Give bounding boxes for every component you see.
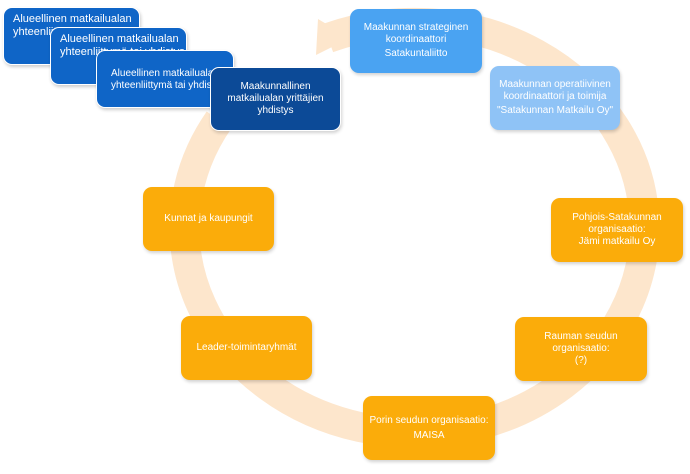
cycle-ring-arc bbox=[169, 7, 660, 448]
node-north-satakunta-line-3: Jämi matkailu Oy bbox=[578, 236, 656, 247]
node-strategic-coordinator[interactable]: Maakunnan strateginen koordinaattori Sat… bbox=[350, 9, 482, 73]
node-strategic-coordinator-line-3: Satakuntaliitto bbox=[384, 48, 448, 59]
regional-association-card-middle-line-1: Alueellinen matkailualan bbox=[60, 33, 179, 45]
node-pori-region-line-1: Porin seudun organisaatio: bbox=[369, 414, 489, 426]
node-entrepreneurs-association-line-3: yhdistys bbox=[257, 105, 294, 116]
regional-association-card-back-line-1: Alueellinen matkailualan bbox=[13, 13, 132, 25]
node-leader-groups-line-1: Leader-toimintaryhmät bbox=[196, 342, 297, 353]
regional-association-card-front-line-1: Alueellinen matkailualan bbox=[111, 68, 219, 79]
node-operative-coordinator[interactable]: Maakunnan operatiivinen koordinaattori j… bbox=[490, 66, 620, 130]
node-operative-coordinator-line-3: "Satakunnan Matkailu Oy" bbox=[496, 105, 614, 116]
cycle-ring-arrowhead bbox=[316, 19, 350, 55]
node-north-satakunta[interactable]: Pohjois-Satakunnan organisaatio: Jämi ma… bbox=[551, 198, 683, 262]
node-strategic-coordinator-line-2: koordinaattori bbox=[385, 34, 447, 45]
node-rauma-region-line-2: organisaatio: bbox=[552, 343, 610, 354]
node-operative-coordinator-line-1: Maakunnan operatiivinen bbox=[499, 79, 611, 90]
node-north-satakunta-line-2: organisaatio: bbox=[588, 224, 646, 235]
regional-association-card-front-line-2: yhteenliittymä tai yhdistys bbox=[111, 80, 225, 91]
node-north-satakunta-line-1: Pohjois-Satakunnan bbox=[572, 212, 662, 223]
node-operative-coordinator-line-2: koordinaattori ja toimija bbox=[503, 91, 607, 102]
node-rauma-region-line-1: Rauman seudun bbox=[544, 331, 618, 342]
node-rauma-region[interactable]: Rauman seudun organisaatio: (?) bbox=[515, 317, 647, 381]
node-leader-groups[interactable]: Leader-toimintaryhmät bbox=[181, 316, 312, 380]
node-entrepreneurs-association[interactable]: Maakunnallinen matkailualan yrittäjien y… bbox=[210, 67, 341, 131]
node-municipalities[interactable]: Kunnat ja kaupungit bbox=[143, 187, 274, 251]
node-entrepreneurs-association-line-1: Maakunnallinen bbox=[240, 81, 311, 92]
node-pori-region[interactable]: Porin seudun organisaatio: MAISA bbox=[363, 396, 495, 460]
node-entrepreneurs-association-line-2: matkailualan yrittäjien bbox=[227, 93, 324, 104]
node-strategic-coordinator-line-1: Maakunnan strateginen bbox=[363, 22, 469, 33]
node-pori-region-line-2: MAISA bbox=[413, 429, 445, 441]
node-municipalities-line-1: Kunnat ja kaupungit bbox=[164, 213, 253, 224]
node-rauma-region-line-3: (?) bbox=[574, 355, 588, 366]
